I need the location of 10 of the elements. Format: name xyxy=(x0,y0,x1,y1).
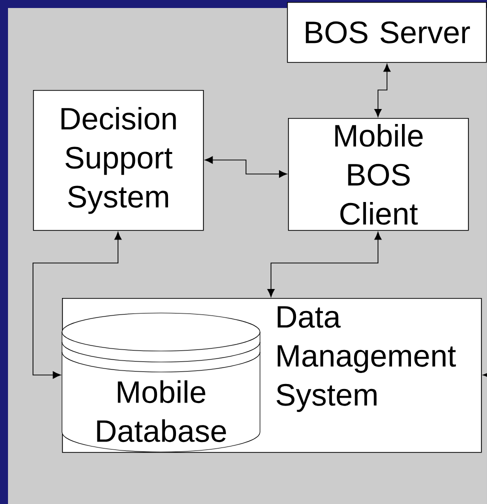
arrow xyxy=(374,64,391,117)
arrow xyxy=(204,156,287,178)
arrow xyxy=(267,232,382,297)
process-box: Mobile BOS Client xyxy=(288,118,469,231)
arrow xyxy=(482,371,487,379)
process-box: Decision Support System xyxy=(33,90,204,231)
process-box: BOS Server xyxy=(287,2,487,63)
database-cylinder: Mobile Database xyxy=(62,312,260,452)
arrow xyxy=(32,232,122,379)
node-label: Mobile Database xyxy=(97,380,226,442)
